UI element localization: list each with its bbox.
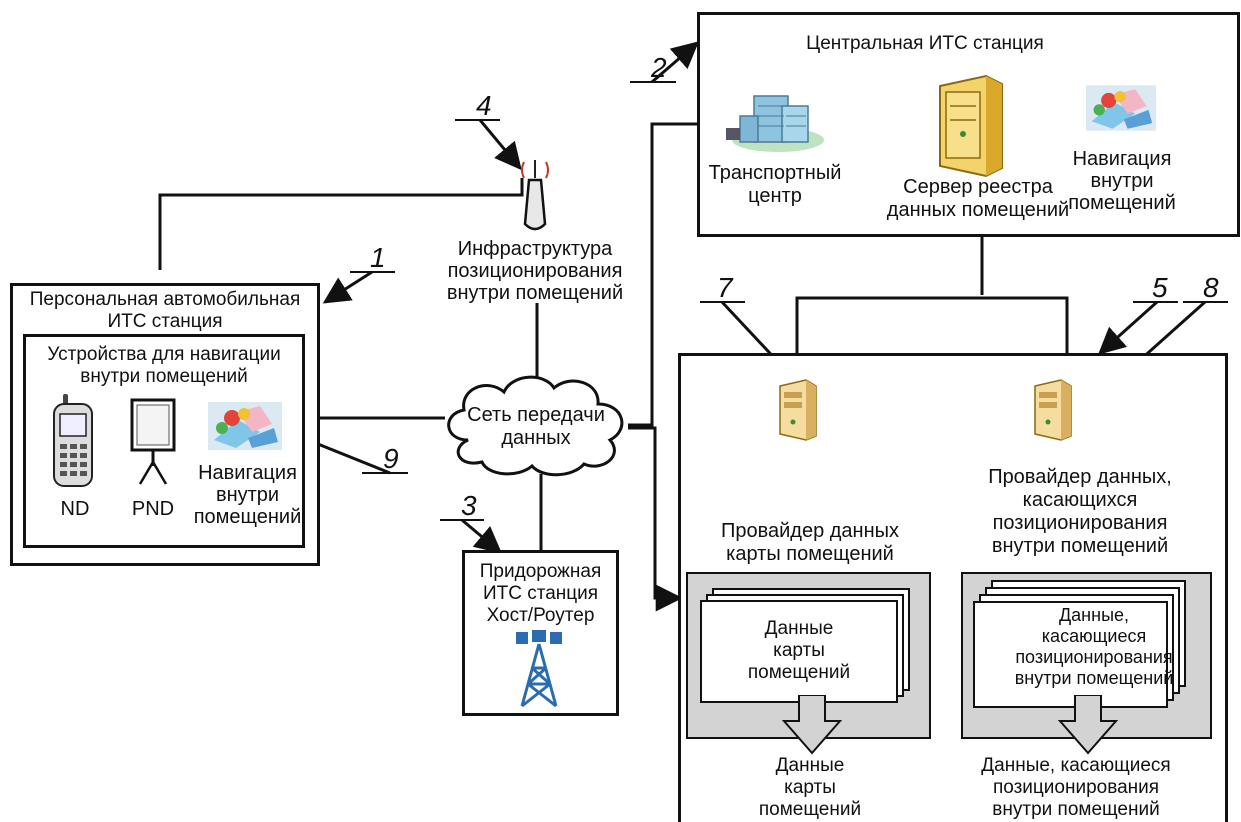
ref-number-1: 1 bbox=[370, 242, 386, 273]
transport-center-icon bbox=[726, 95, 824, 152]
positioning-data-page-front bbox=[973, 601, 1168, 708]
central-nav-label-3: помещений bbox=[1068, 192, 1176, 214]
leader-3 bbox=[461, 518, 503, 554]
personal-nav-label-3: помещений bbox=[193, 506, 302, 528]
map-output-label-3: помещений bbox=[758, 799, 862, 820]
pnd-device-icon bbox=[130, 398, 176, 485]
positioning-data-label-2: касающиеся bbox=[1041, 626, 1147, 646]
positioning-provider-server-icon bbox=[1034, 379, 1072, 441]
ref-number-3: 3 bbox=[461, 490, 477, 521]
positioning-output-label-2: позиционирования bbox=[992, 777, 1160, 798]
personal-station-title-1: Персональная автомобильная bbox=[29, 289, 301, 310]
map-output-label-2: карты bbox=[784, 777, 836, 798]
central-station-title: Центральная ИТС станция bbox=[806, 33, 1044, 54]
data-network-cloud bbox=[447, 375, 624, 477]
ref-number-7: 7 bbox=[717, 272, 733, 303]
personal-nav-label-1: Навигация bbox=[198, 462, 297, 484]
nd-label: ND bbox=[60, 498, 90, 520]
map-provider-server-icon bbox=[779, 379, 817, 441]
roadside-label-1: Придорожная bbox=[479, 561, 602, 582]
positioning-provider-label-2: касающихся bbox=[1022, 489, 1138, 511]
map-provider-label-1: Провайдер данных bbox=[720, 520, 900, 542]
ref-number-4: 4 bbox=[476, 90, 492, 121]
registry-server-label-1: Сервер реестра bbox=[903, 176, 1053, 198]
positioning-data-label-4: внутри помещений bbox=[1014, 668, 1174, 688]
central-indoor-navigation-map-icon bbox=[1086, 85, 1156, 131]
mobile-phone-icon bbox=[53, 394, 93, 487]
ref-number-5: 5 bbox=[1152, 272, 1168, 303]
roadside-label-2: ИТС станция bbox=[482, 583, 599, 604]
map-output-label-1: Данные bbox=[775, 755, 845, 776]
leader-5 bbox=[1097, 300, 1159, 355]
positioning-infra-label-2: позиционирования bbox=[447, 260, 623, 282]
transport-center-label-1: Транспортный bbox=[708, 162, 842, 184]
positioning-provider-label-3: позиционирования bbox=[992, 512, 1168, 534]
positioning-data-output-arrow bbox=[1058, 695, 1118, 755]
line-cloud-to-map-provider bbox=[628, 426, 683, 612]
positioning-data-label-1: Данные, bbox=[1058, 605, 1130, 625]
positioning-output-label-1: Данные, касающиеся bbox=[981, 755, 1171, 776]
registry-server-label-2: данных помещений bbox=[886, 199, 1070, 221]
ref-number-9a: 9 bbox=[383, 443, 399, 474]
ref-number-8: 8 bbox=[1203, 272, 1219, 303]
personal-nav-label-2: внутри bbox=[215, 484, 280, 506]
positioning-data-label-3: позиционирования bbox=[1015, 647, 1173, 667]
central-nav-label-1: Навигация bbox=[1072, 148, 1172, 170]
positioning-infra-label-3: внутри помещений bbox=[446, 282, 624, 304]
positioning-antenna-icon bbox=[521, 160, 549, 231]
transport-center-label-2: центр bbox=[748, 185, 802, 207]
positioning-output-label-3: внутри помещений bbox=[992, 799, 1160, 820]
central-nav-label-2: внутри bbox=[1090, 170, 1154, 192]
map-data-label-3: помещений bbox=[747, 662, 851, 683]
map-provider-label-2: карты помещений bbox=[726, 543, 894, 565]
line-providers-bus bbox=[795, 296, 1069, 375]
map-data-label-1: Данные bbox=[764, 618, 834, 639]
devices-title-2: внутри помещений bbox=[80, 366, 248, 387]
positioning-provider-label-4: внутри помещений bbox=[991, 535, 1169, 557]
indoor-navigation-map-icon bbox=[208, 402, 282, 450]
positioning-provider-label-1: Провайдер данных, bbox=[988, 466, 1172, 488]
radio-tower-icon bbox=[516, 630, 562, 708]
roadside-label-3: Хост/Роутер bbox=[486, 605, 595, 626]
positioning-infra-label-1: Инфраструктура bbox=[457, 238, 613, 260]
personal-station-title-2: ИТС станция bbox=[107, 311, 223, 332]
pnd-label: PND bbox=[131, 498, 175, 520]
indoor-registry-server-icon bbox=[939, 74, 1003, 178]
map-data-output-arrow bbox=[782, 695, 842, 755]
line-personal-to-antenna bbox=[158, 178, 524, 270]
line-cloud-to-central bbox=[628, 122, 697, 427]
ref-number-2: 2 bbox=[651, 52, 667, 83]
map-data-label-2: карты bbox=[773, 640, 825, 661]
map-data-page-front bbox=[700, 600, 898, 703]
network-label-1: Сеть передачи bbox=[467, 404, 605, 426]
devices-title-1: Устройства для навигации bbox=[47, 344, 281, 365]
leader-4 bbox=[478, 119, 522, 171]
leader-2 bbox=[651, 41, 700, 84]
leader-1 bbox=[322, 270, 373, 304]
network-label-2: данных bbox=[501, 427, 571, 449]
